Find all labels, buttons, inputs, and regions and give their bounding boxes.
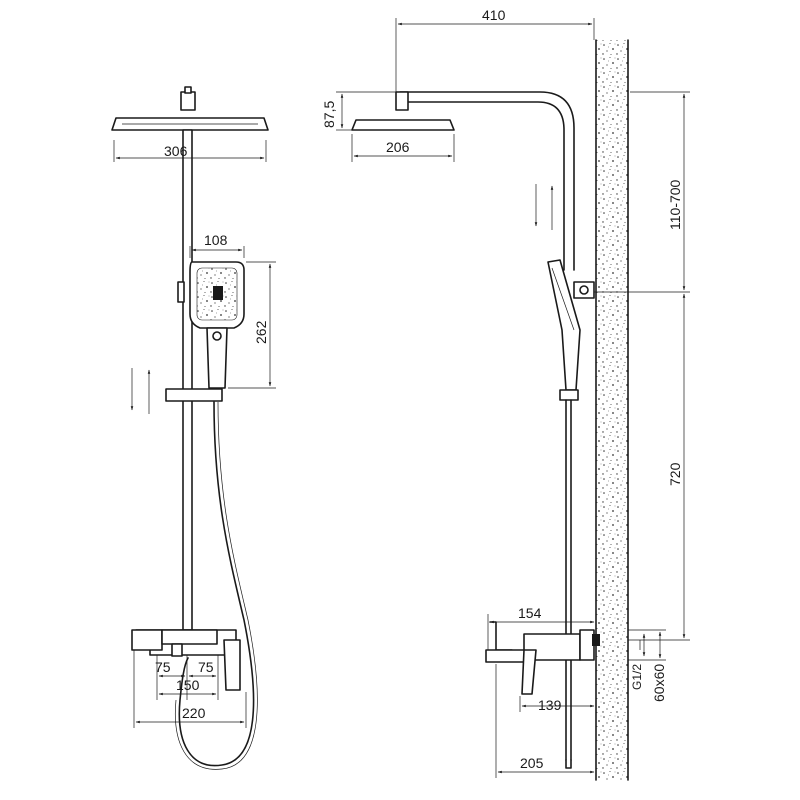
dim-mixer-depth: 139 bbox=[538, 697, 562, 713]
front-view: 306 108 262 75 75 150 220 bbox=[111, 86, 276, 770]
hand-shower-handle bbox=[206, 327, 228, 389]
dim-mixer-width: 220 bbox=[182, 705, 206, 721]
head-connector bbox=[180, 91, 196, 111]
shower-hose bbox=[178, 401, 255, 767]
dim-inlet-left: 75 bbox=[155, 659, 171, 675]
dim-hand-shower-height: 262 bbox=[253, 320, 269, 344]
side-lever bbox=[521, 649, 537, 695]
side-hand-shower bbox=[547, 259, 581, 391]
dim-spout-reach: 154 bbox=[518, 605, 542, 621]
wall-section bbox=[596, 40, 628, 780]
dim-head-width: 306 bbox=[164, 143, 188, 159]
side-view: 410 87,5 206 110-700 720 154 139 205 bbox=[321, 7, 690, 781]
dim-hand-shower-width: 108 bbox=[204, 232, 228, 248]
dim-head-drop: 87,5 bbox=[321, 101, 337, 128]
shower-column bbox=[182, 129, 193, 631]
dim-inlet-right: 75 bbox=[198, 659, 214, 675]
mixer-lever bbox=[223, 639, 241, 691]
dim-head-height-range: 110-700 bbox=[667, 179, 683, 230]
dim-head-depth: 206 bbox=[386, 139, 410, 155]
side-mixer-body bbox=[523, 633, 581, 661]
slide-holder bbox=[165, 388, 223, 402]
side-rain-shower-head bbox=[351, 119, 455, 131]
side-slide-holder bbox=[559, 389, 579, 401]
shower-arm bbox=[399, 91, 575, 271]
wall-flange bbox=[579, 629, 595, 661]
dim-inlet-spacing: 150 bbox=[176, 677, 200, 693]
dim-arm-reach: 410 bbox=[482, 7, 506, 23]
dim-thread: G1/2 bbox=[630, 664, 644, 690]
dim-flange: 60x60 bbox=[651, 664, 667, 702]
dim-bottom-depth: 205 bbox=[520, 755, 544, 771]
dim-bracket-height: 720 bbox=[667, 462, 683, 486]
